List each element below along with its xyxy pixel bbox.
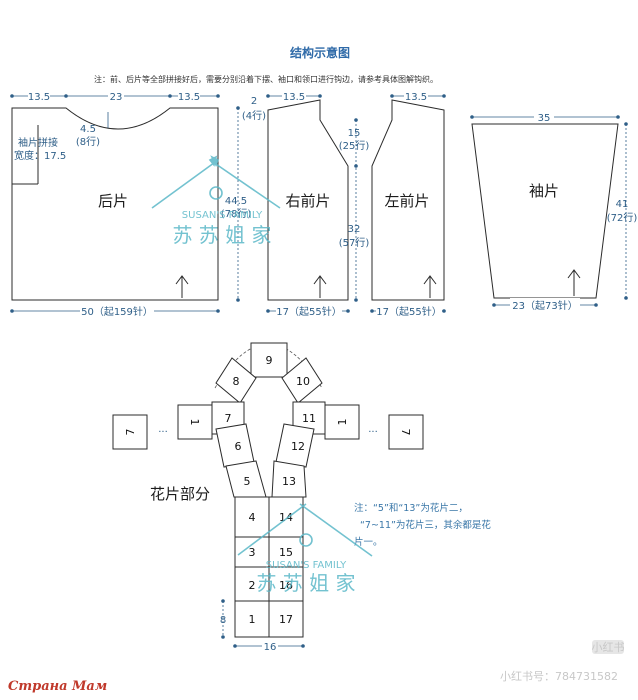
site-tag: 小红书 [592, 641, 625, 654]
sleeve-label: 袖片 [529, 182, 559, 200]
left-front-piece [371, 99, 445, 301]
flower-11: 11 [302, 412, 316, 425]
watermark-cn-top: 苏 苏 姐 家 [172, 223, 271, 247]
left-front-label: 左前片 [384, 192, 429, 210]
back-height-dim: 44.5 [225, 196, 247, 207]
flower-squares [112, 342, 424, 638]
watermark-top [151, 155, 281, 209]
back-piece [11, 107, 219, 301]
right-front-bottom-dim: 17（起55针） [276, 305, 341, 318]
site-stamp: Страна Мам [8, 679, 107, 694]
flower-note-1: 注：“5”和“13”为花片二， [354, 502, 468, 514]
flower-10: 10 [296, 375, 310, 388]
back-neck-depth: 4.5 [80, 124, 96, 135]
left-front-top-dim: 13.5 [405, 92, 427, 103]
watermark-cn-bottom: 苏 苏 姐 家 [256, 571, 355, 595]
far-flower-left: 7 [124, 429, 137, 436]
back-neck-rows: (8行) [76, 135, 100, 148]
back-bottom-dim: 50（起159针） [81, 305, 153, 318]
flower-1: 1 [249, 613, 256, 626]
left-front-bottom-dim: 17（起55针） [376, 305, 441, 318]
back-top-right-dim: 13.5 [178, 92, 200, 103]
flower-12: 12 [291, 440, 305, 453]
flower-cell-height: 8 [220, 615, 226, 626]
seam-label: 袖片拼接 [18, 136, 58, 149]
flower-2: 2 [249, 579, 256, 592]
flower-7: 7 [225, 412, 232, 425]
right-front-piece [267, 99, 349, 301]
flower-4: 4 [249, 511, 256, 524]
dots-left: ... [158, 424, 168, 435]
flower-16: 16 [279, 579, 293, 592]
side-flower-left: 1 [188, 419, 201, 426]
far-flower-right: 7 [399, 429, 412, 436]
back-height-rows: (78行) [221, 207, 252, 220]
flower-note-2: “7~11”为花片三，其余都是花 [360, 519, 491, 531]
right-front-label: 右前片 [285, 192, 330, 210]
back-label: 后片 [98, 192, 128, 210]
sleeve-top-dim: 35 [538, 113, 551, 124]
flower-8: 8 [233, 375, 240, 388]
back-top-dots [10, 94, 220, 98]
sleeve-height: 41 [616, 199, 629, 210]
diagram-title: 结构示意图 [290, 45, 350, 60]
sleeve-piece [471, 123, 619, 299]
flower-numbers: 9 8 10 7 11 6 12 5 13 4 14 3 15 2 16 1 1… [124, 354, 412, 626]
flower-15: 15 [279, 546, 293, 559]
watermark-brand-bottom: SUSAN'S FAMILY [266, 560, 347, 571]
right-front-upper-rows: (25行) [339, 139, 370, 152]
back-top-mid-dim: 23 [110, 92, 123, 103]
flower-17: 17 [279, 613, 293, 626]
flowers-label: 花片部分 [150, 485, 210, 503]
watermark-brand-top: SUSAN'S FAMILY [182, 210, 263, 221]
flower-3: 3 [249, 546, 256, 559]
flower-13: 13 [282, 475, 296, 488]
flower-note-3: 片一。 [354, 536, 383, 548]
back-top-left-dim: 13.5 [28, 92, 50, 103]
dots-right: ... [368, 424, 378, 435]
right-front-shoulder-rows: (4行) [242, 109, 266, 122]
footer-id: 小红书号：784731582 [500, 670, 618, 683]
right-front-upper: 15 [348, 128, 361, 139]
side-flower-right: 1 [336, 419, 349, 426]
right-front-lower-rows: (57行) [339, 236, 370, 249]
site-tag-badge [592, 640, 624, 654]
flower-width: 16 [264, 642, 277, 653]
right-front-top-dim: 13.5 [283, 92, 305, 103]
flower-9: 9 [266, 354, 273, 367]
sleeve-height-rows: (72行) [607, 211, 638, 224]
flower-5: 5 [244, 475, 251, 488]
right-front-shoulder: 2 [251, 96, 257, 107]
right-front-lower: 32 [348, 224, 361, 235]
seam-width: 宽度：17.5 [14, 149, 66, 162]
general-note: 注：前、后片等全部拼接好后，需要分别沿着下摆、袖口和领口进行钩边，请参考具体图解… [94, 74, 438, 84]
watermark-bottom [237, 503, 373, 557]
sleeve-bottom-dim: 23（起73针） [512, 299, 577, 312]
flower-6: 6 [235, 440, 242, 453]
